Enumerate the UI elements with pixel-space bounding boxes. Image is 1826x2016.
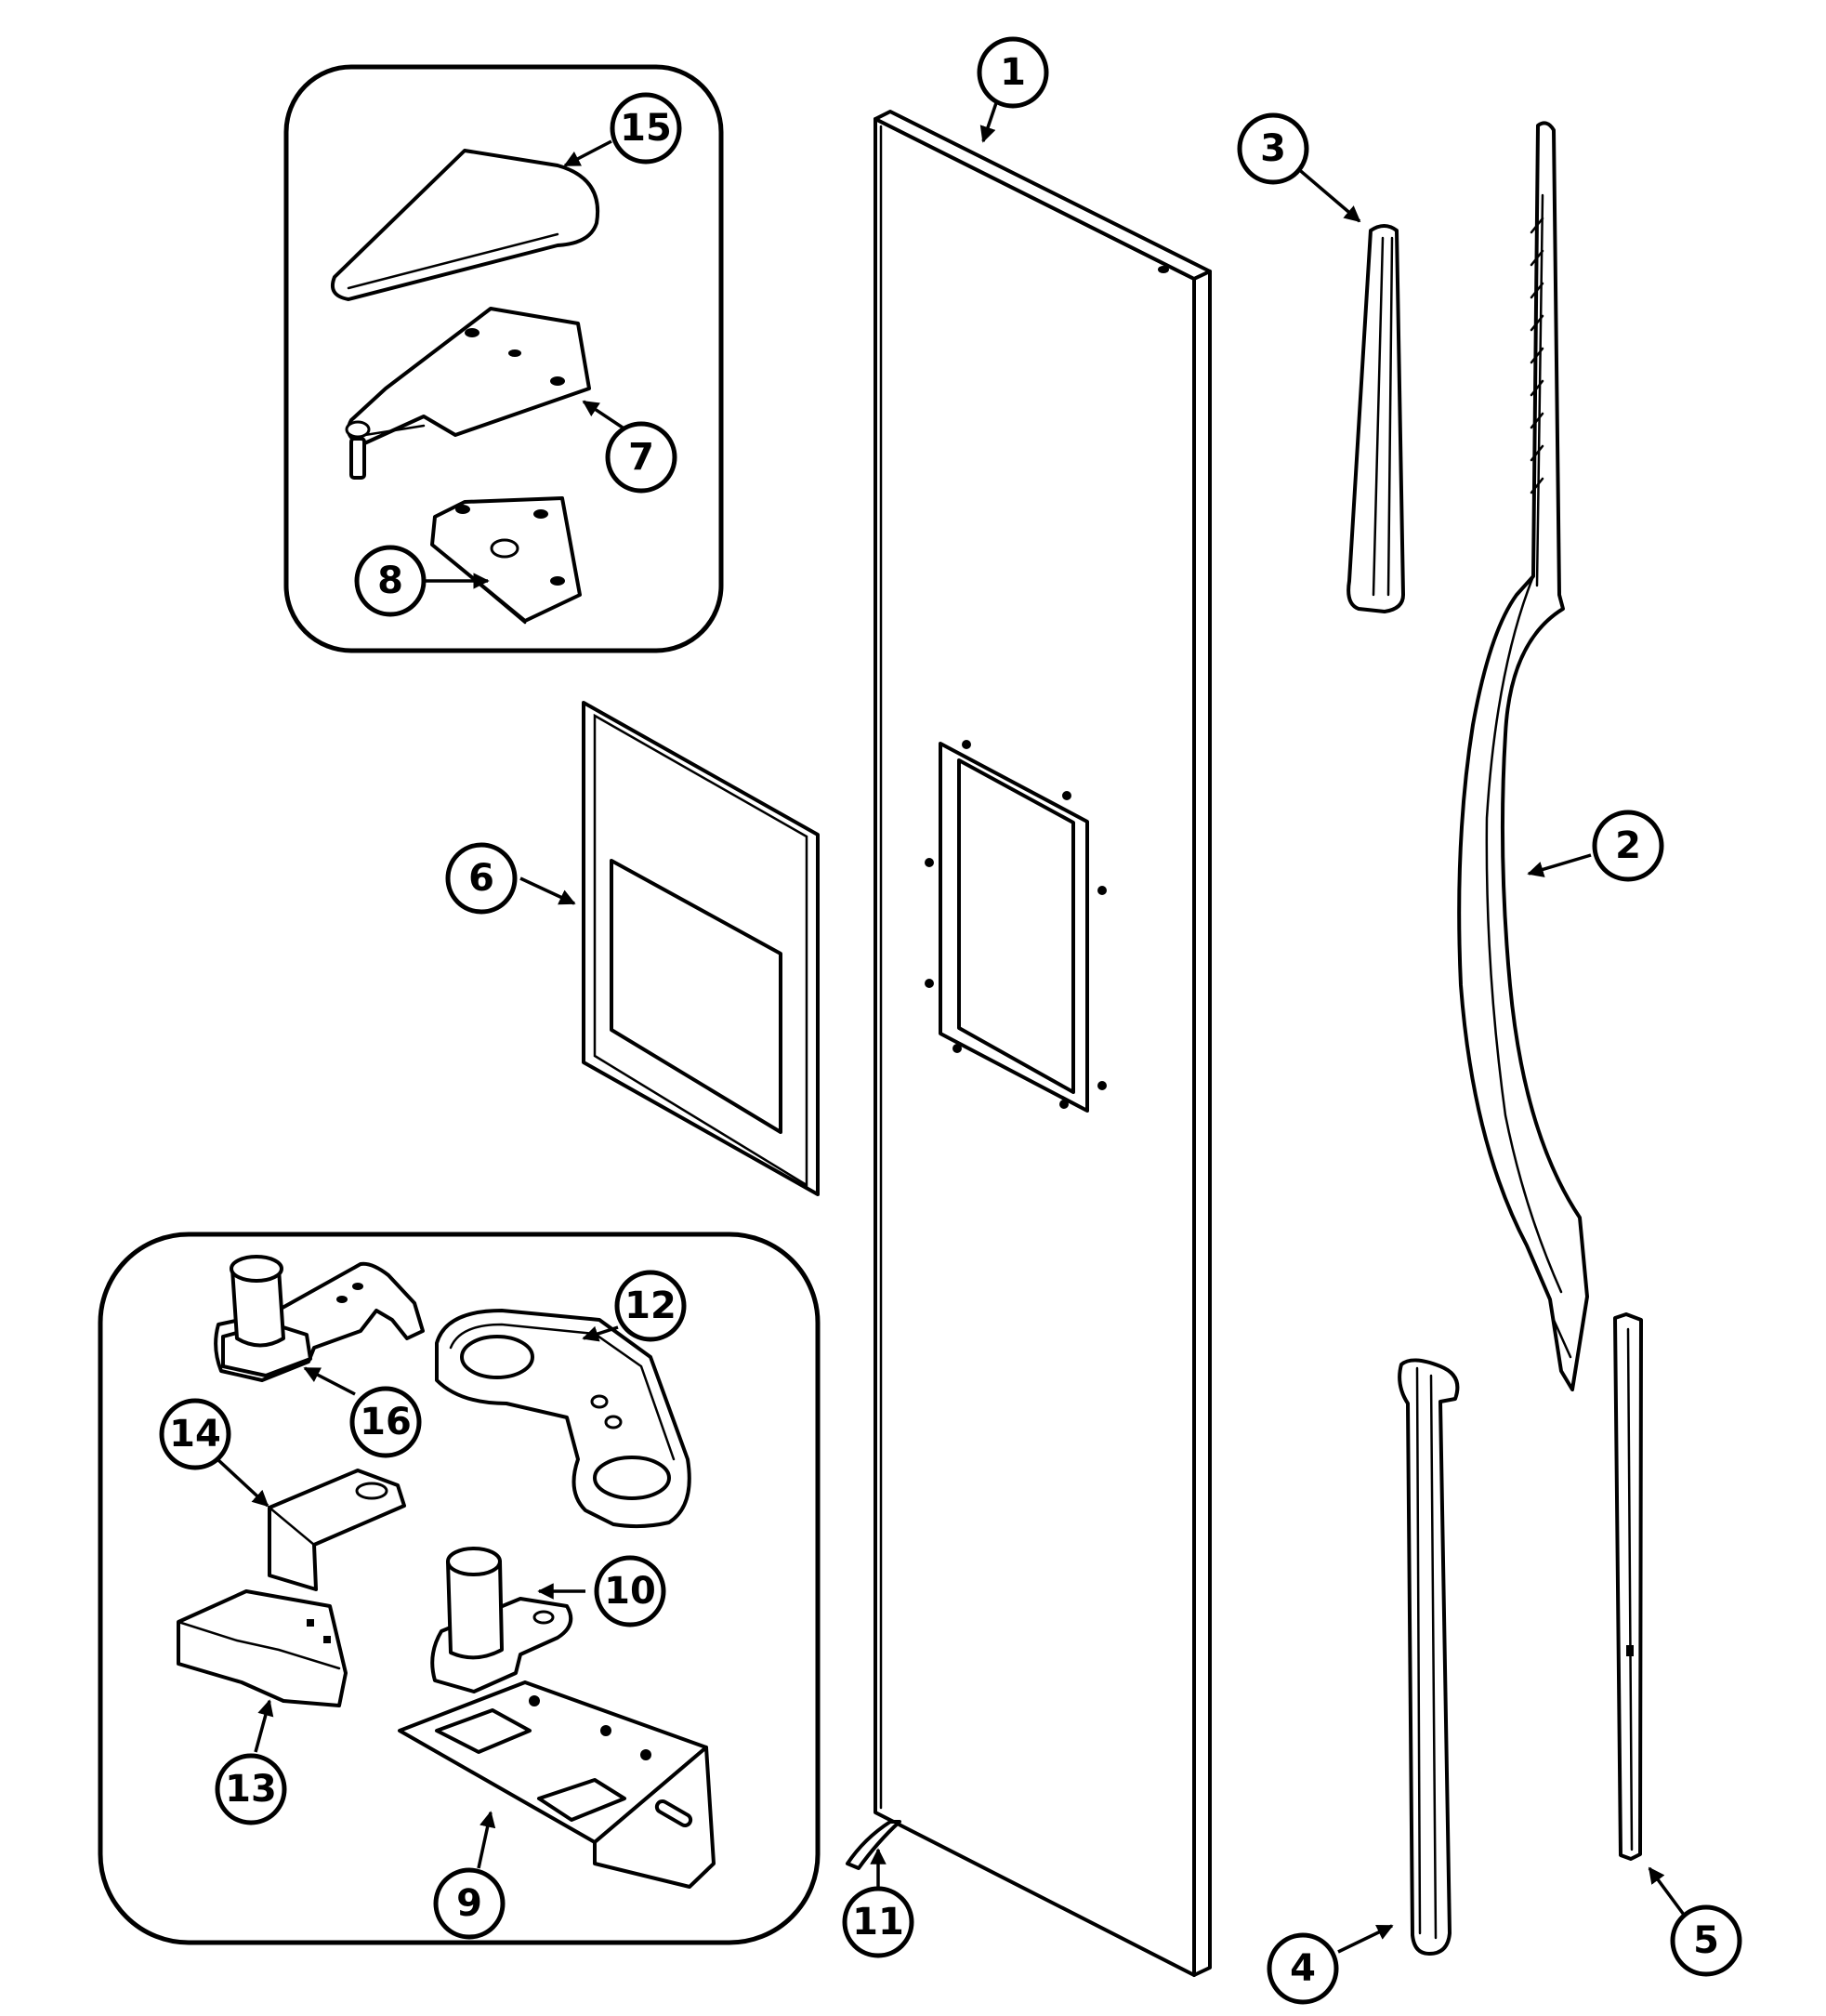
callout-12: 12	[614, 1270, 687, 1342]
callout-7: 7	[605, 421, 677, 494]
top-hinge-inset-frame	[283, 64, 724, 653]
leader-14	[216, 1457, 269, 1508]
part-8-hinge-shim	[430, 496, 582, 625]
callout-7-label: 7	[628, 436, 654, 479]
leader-2	[1527, 853, 1592, 877]
callout-1: 1	[977, 36, 1049, 109]
part-9-hinge-bracket-base	[398, 1680, 716, 1889]
part-5-trim-strip	[1613, 1312, 1643, 1861]
callout-1-label: 1	[1000, 51, 1026, 94]
callout-2-label: 2	[1615, 824, 1641, 867]
callout-8-label: 8	[377, 560, 403, 602]
callout-16-label: 16	[360, 1401, 412, 1443]
leader-16	[303, 1366, 356, 1396]
callout-6-label: 6	[468, 857, 494, 900]
part-11-tube	[846, 1820, 901, 1870]
leader-9	[477, 1811, 496, 1869]
leader-4	[1337, 1924, 1394, 1954]
leader-3	[1294, 165, 1361, 223]
callout-10: 10	[594, 1555, 666, 1627]
leader-7	[582, 400, 624, 429]
leader-13	[254, 1699, 274, 1753]
callout-4-label: 4	[1290, 1947, 1316, 1990]
callout-9-label: 9	[456, 1882, 482, 1925]
callout-4: 4	[1267, 1932, 1339, 2005]
callout-10-label: 10	[604, 1570, 656, 1613]
callout-5: 5	[1670, 1904, 1742, 1977]
part-13-hinge-cover	[177, 1589, 348, 1707]
callout-5-label: 5	[1693, 1919, 1719, 1962]
part-1-freezer-door	[874, 110, 1212, 1977]
part-12-hinge-spacer	[435, 1309, 691, 1529]
callout-13: 13	[215, 1753, 287, 1825]
callout-13-label: 13	[225, 1768, 277, 1811]
part-15-hinge-cover	[330, 149, 600, 301]
part-7-top-hinge-plate	[345, 307, 591, 480]
leader-6	[519, 876, 576, 905]
leader-5	[1648, 1866, 1686, 1917]
part-2-door-handle	[1457, 121, 1589, 1391]
callout-14: 14	[159, 1398, 231, 1470]
callout-16: 16	[349, 1386, 422, 1458]
callout-3: 3	[1237, 112, 1309, 185]
part-6-dispenser-trim	[582, 701, 820, 1196]
callout-6: 6	[445, 842, 518, 915]
part-16-hinge-pin	[214, 1255, 425, 1382]
part-3-handle-top-cap	[1347, 224, 1405, 613]
callout-11: 11	[842, 1886, 914, 1958]
part-14-hinge-bracket	[268, 1469, 406, 1591]
part-10-lower-hinge-pin	[430, 1547, 573, 1693]
bottom-hinge-inset-frame	[98, 1232, 821, 1945]
callout-15: 15	[610, 92, 682, 165]
callout-11-label: 11	[852, 1901, 904, 1944]
callout-9: 9	[433, 1867, 506, 1940]
callout-2: 2	[1592, 810, 1664, 882]
leader-15	[563, 139, 612, 167]
callout-14-label: 14	[169, 1413, 221, 1456]
part-4-handle-bottom-cap	[1398, 1358, 1460, 1956]
callout-8: 8	[354, 545, 427, 617]
callout-15-label: 15	[620, 107, 672, 150]
leader-12	[582, 1325, 619, 1342]
callout-12-label: 12	[624, 1285, 677, 1327]
callout-3-label: 3	[1260, 127, 1286, 170]
